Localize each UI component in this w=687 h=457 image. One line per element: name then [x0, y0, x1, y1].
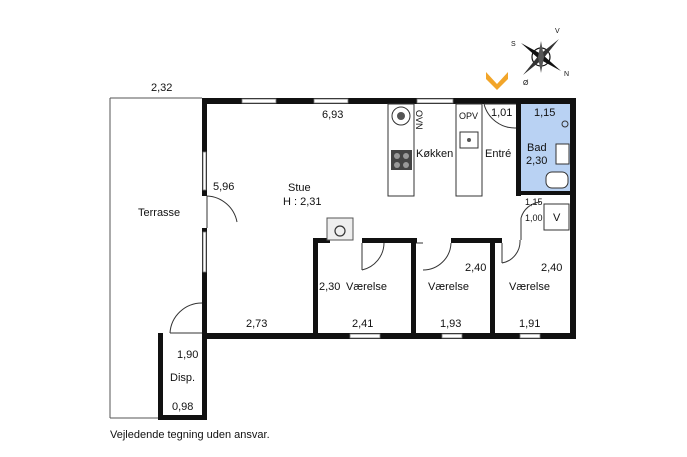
compass-north: N — [564, 71, 569, 78]
living-dim-top: 6,93 — [322, 109, 343, 121]
closet-dim-a: 1,15 — [525, 197, 543, 207]
bath-dim-top: 1,15 — [534, 107, 555, 119]
entry-label: Entré — [485, 148, 511, 160]
compass-rose-icon: N S V Ø — [511, 28, 569, 87]
storage-label: Disp. — [170, 372, 195, 384]
bedroom2-dim-side: 2,40 — [465, 262, 486, 274]
bedroom2-label: Værelse — [428, 281, 469, 293]
terrace-label: Terrasse — [138, 207, 180, 219]
living-label: Stue — [288, 182, 311, 194]
kitchen-label: Køkken — [416, 148, 453, 160]
terrace-dim-top: 2,32 — [151, 82, 172, 94]
entrance-chevron-icon — [486, 72, 508, 90]
living-dim-side: 5,96 — [213, 181, 234, 193]
living-height: H : 2,31 — [283, 196, 322, 208]
bathroom-fixtures — [545, 120, 570, 189]
storage-dim-bottom: 0,98 — [172, 401, 193, 413]
compass-east: Ø — [523, 80, 529, 87]
bedroom2-dim-bottom: 1,93 — [440, 318, 461, 330]
bath-dim-side: 2,30 — [526, 155, 547, 167]
compass-south: S — [511, 41, 516, 48]
disclaimer: Vejledende tegning uden ansvar. — [110, 429, 270, 441]
storage-dim-top: 1,90 — [177, 349, 198, 361]
closet-label: V — [553, 212, 561, 224]
bedroom3-dim-bottom: 1,91 — [519, 318, 540, 330]
bath-label: Bad — [527, 142, 547, 154]
oven-label: OVN — [414, 110, 424, 130]
bedroom1-label: Værelse — [346, 281, 387, 293]
dishwasher-label: OPV — [459, 111, 478, 121]
compass-west: V — [555, 28, 560, 35]
windows — [202, 98, 541, 339]
walls — [158, 98, 576, 420]
stove-symbol — [326, 217, 354, 241]
kitchen-counter — [387, 103, 483, 197]
doors — [169, 103, 541, 334]
closet-box — [543, 203, 570, 231]
closet-dim-b: 1,00 — [525, 213, 543, 223]
bedroom1-dim-side: 2,30 — [319, 281, 340, 293]
entry-dim: 1,01 — [491, 107, 512, 119]
bedroom3-label: Værelse — [509, 281, 550, 293]
bedroom3-dim-side: 2,40 — [541, 262, 562, 274]
terrace-outline — [109, 97, 202, 419]
bedroom1-dim-bottom: 2,41 — [352, 318, 373, 330]
living-dim-bottom: 2,73 — [246, 318, 267, 330]
